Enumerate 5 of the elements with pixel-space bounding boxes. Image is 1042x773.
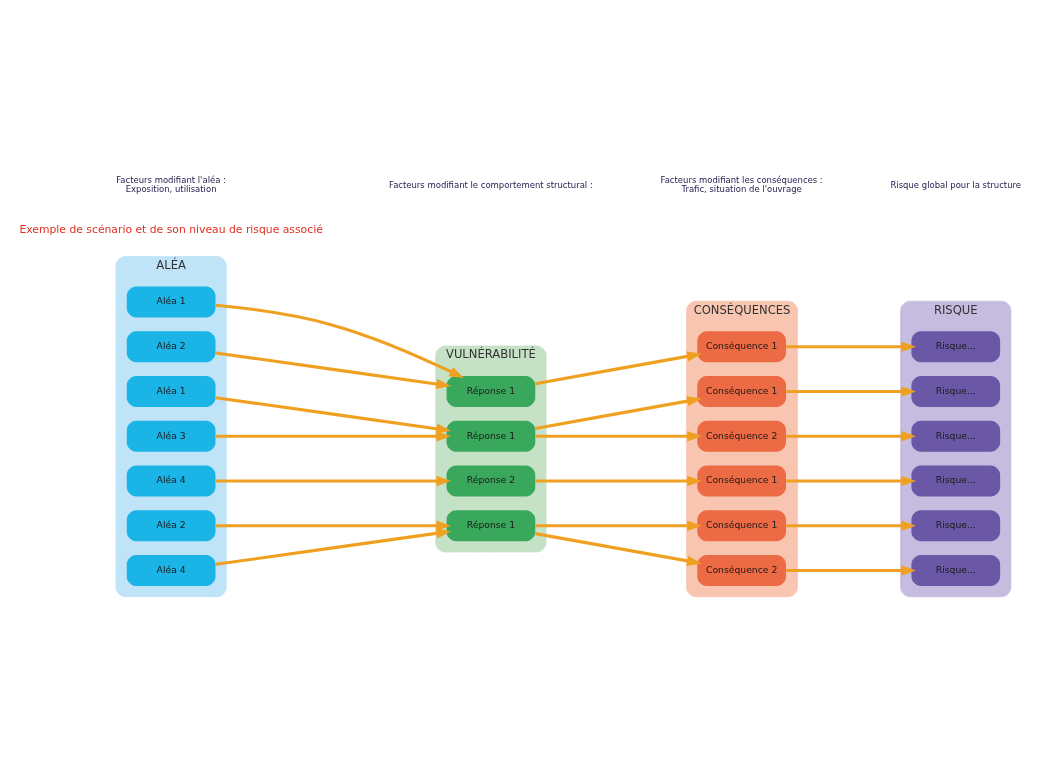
label: Exemple de scénario et de son niveau de risque associé: [19, 223, 323, 237]
label: Facteurs modifiant le comportement structural :: [389, 179, 593, 190]
label: Facteurs modifiant l'aléa : Exposition, utilisation: [116, 175, 226, 195]
label: Risque global pour la structure: [890, 179, 1022, 190]
label: Facteurs modifiant les conséquences : Trafic, situation de l'ouvrage: [660, 175, 823, 195]
